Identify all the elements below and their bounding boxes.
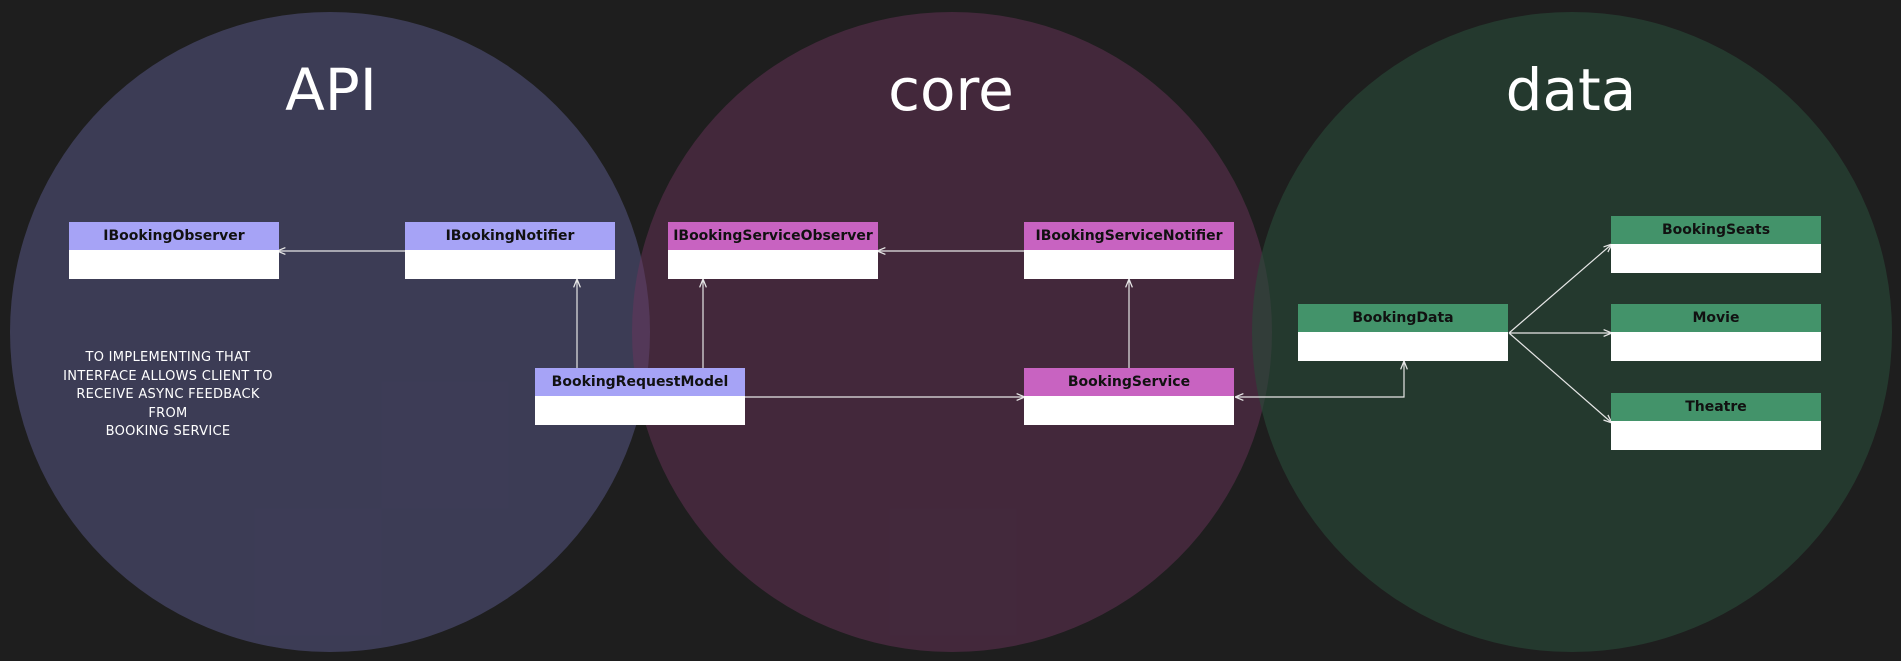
class-ibooking-observer[interactable]: IBookingObserver bbox=[69, 222, 279, 279]
class-booking-seats[interactable]: BookingSeats bbox=[1611, 216, 1821, 273]
api-zone-circle bbox=[10, 12, 650, 652]
class-name: BookingSeats bbox=[1611, 216, 1821, 244]
class-name: BookingRequestModel bbox=[535, 368, 745, 396]
class-booking-request-model[interactable]: BookingRequestModel bbox=[535, 368, 745, 425]
class-ibooking-notifier[interactable]: IBookingNotifier bbox=[405, 222, 615, 279]
class-name: IBookingServiceNotifier bbox=[1024, 222, 1234, 250]
class-theatre[interactable]: Theatre bbox=[1611, 393, 1821, 450]
class-name: IBookingObserver bbox=[69, 222, 279, 250]
api-zone-title: API bbox=[285, 56, 377, 124]
class-name: Movie bbox=[1611, 304, 1821, 332]
edge-service-to-data bbox=[1235, 361, 1404, 397]
class-name: BookingService bbox=[1024, 368, 1234, 396]
core-zone-title: core bbox=[888, 56, 1014, 124]
class-booking-data[interactable]: BookingData bbox=[1298, 304, 1508, 361]
class-name: IBookingServiceObserver bbox=[668, 222, 878, 250]
class-booking-service[interactable]: BookingService bbox=[1024, 368, 1234, 425]
data-zone-title: data bbox=[1505, 56, 1637, 124]
class-ibooking-service-observer[interactable]: IBookingServiceObserver bbox=[668, 222, 878, 279]
observer-note: TO IMPLEMENTING THAT INTERFACE ALLOWS CL… bbox=[63, 350, 273, 439]
class-ibooking-service-notifier[interactable]: IBookingServiceNotifier bbox=[1024, 222, 1234, 279]
class-movie[interactable]: Movie bbox=[1611, 304, 1821, 361]
core-zone-circle bbox=[632, 12, 1272, 652]
edge-data-to-theatre bbox=[1508, 332, 1612, 423]
class-name: BookingData bbox=[1298, 304, 1508, 332]
edge-data-to-seats bbox=[1508, 244, 1612, 334]
class-name: IBookingNotifier bbox=[405, 222, 615, 250]
class-name: Theatre bbox=[1611, 393, 1821, 421]
